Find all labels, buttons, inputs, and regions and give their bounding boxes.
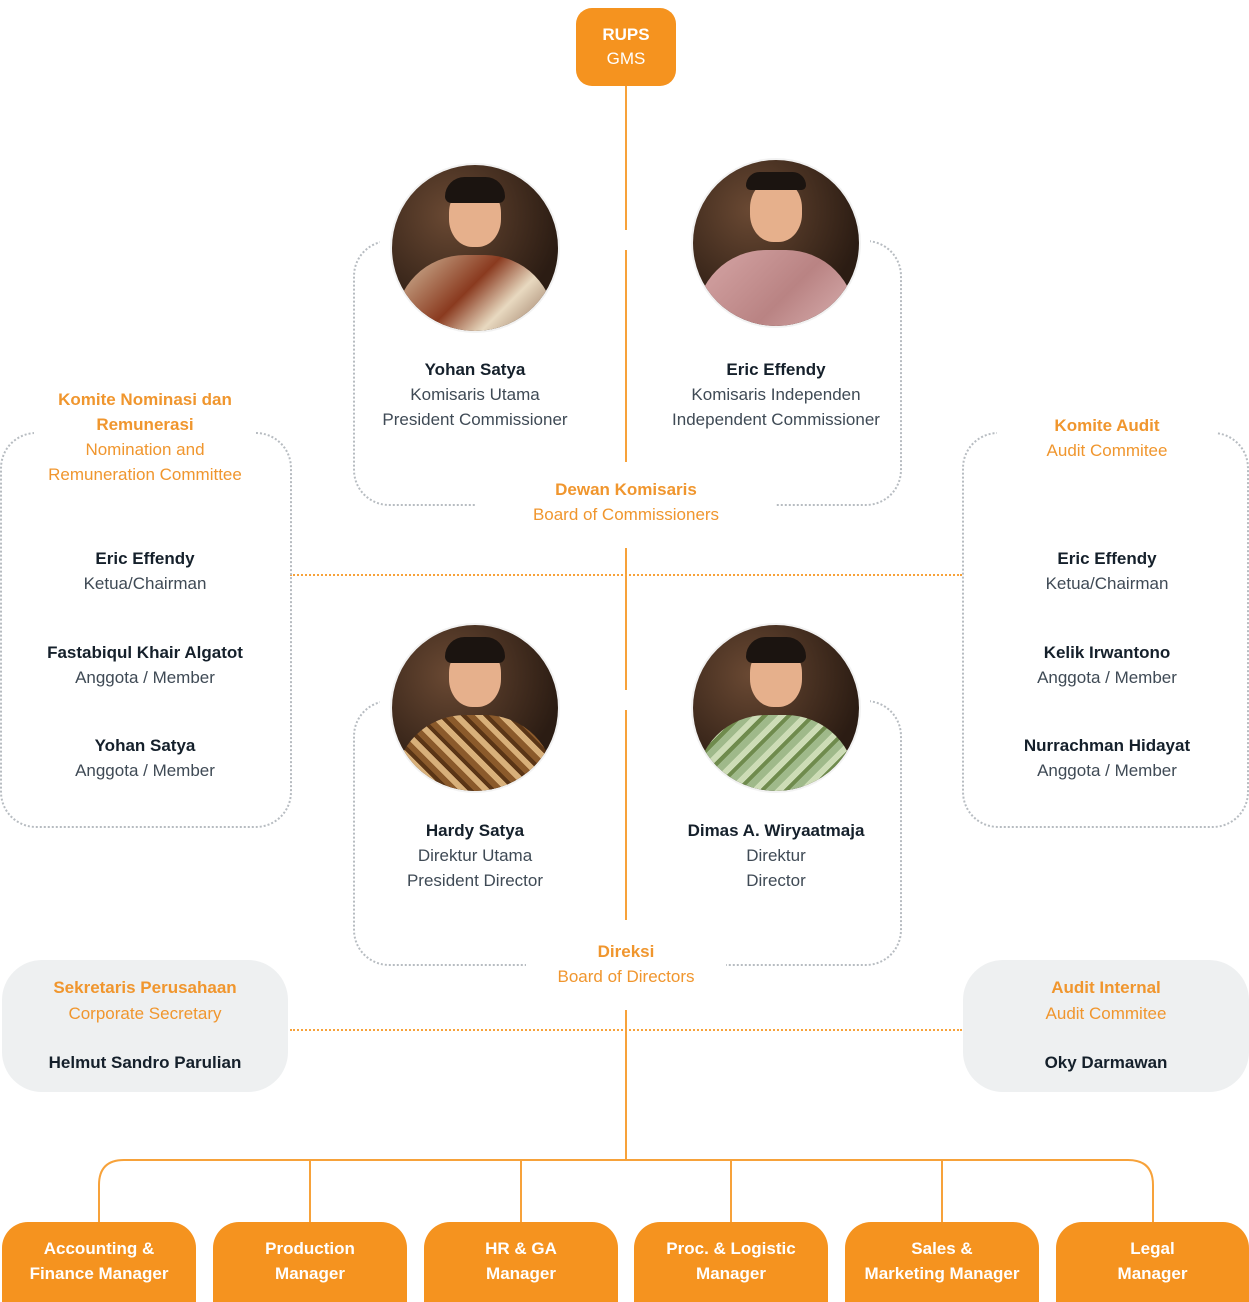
- manager-production: Production Manager: [213, 1222, 407, 1302]
- manager-2-line2: Manager: [275, 1264, 345, 1283]
- commissioners-group-label: Dewan Komisaris Board of Commissioners: [476, 477, 776, 527]
- nomination-member-1: Eric Effendy Ketua/Chairman: [0, 546, 290, 596]
- manager-4-line2: Manager: [696, 1264, 766, 1283]
- internal-audit-box: Audit Internal Audit Commitee Oky Darmaw…: [963, 960, 1249, 1092]
- manager-1-line1: Accounting &: [43, 1239, 155, 1258]
- director-2-role-en: Director: [746, 871, 806, 890]
- commissioners-subtitle: Board of Commissioners: [532, 505, 720, 524]
- nomination-subtitle-2: Remuneration Committee: [48, 465, 242, 484]
- manager-6-line2: Manager: [1117, 1264, 1188, 1283]
- secretary-name: Helmut Sandro Parulian: [48, 1053, 242, 1072]
- connector-commissioners-directors: [625, 548, 627, 920]
- manager-sales-marketing: Sales & Marketing Manager: [845, 1222, 1039, 1302]
- commissioner-1-role-en: President Commissioner: [382, 410, 568, 429]
- connector-directors-managers: [625, 1010, 627, 1160]
- manager-2-line1: Production: [265, 1239, 355, 1258]
- secretary-subtitle: Corporate Secretary: [68, 1004, 222, 1023]
- manager-4-line1: Proc. & Logistic: [666, 1239, 796, 1258]
- connector-rups-commissioners: [625, 86, 627, 462]
- commissioner-2-name: Eric Effendy: [726, 360, 826, 379]
- directors-group-label: Direksi Board of Directors: [526, 939, 726, 989]
- director-2-role-id: Direktur: [746, 846, 806, 865]
- rups-node: RUPS GMS: [576, 8, 676, 86]
- corporate-secretary-box: Sekretaris Perusahaan Corporate Secretar…: [2, 960, 288, 1092]
- commissioner-1: Yohan Satya Komisaris Utama President Co…: [350, 357, 600, 432]
- commissioners-title: Dewan Komisaris: [555, 480, 697, 499]
- avatar-hardy-satya: [392, 625, 558, 791]
- nomination-committee-header: Komite Nominasi dan Remunerasi Nominatio…: [0, 387, 290, 487]
- director-1-role-id: Direktur Utama: [417, 846, 533, 865]
- avatar-yohan-satya: [392, 165, 558, 331]
- audit-member-2: Kelik Irwantono Anggota / Member: [962, 640, 1249, 690]
- manager-6-line1: Legal: [1130, 1239, 1175, 1258]
- audit-member-1: Eric Effendy Ketua/Chairman: [962, 546, 1249, 596]
- manager-procurement-logistic: Proc. & Logistic Manager: [634, 1222, 828, 1302]
- rups-subtitle: GMS: [606, 49, 646, 68]
- manager-legal: Legal Manager: [1056, 1222, 1249, 1302]
- audit-committee-title: Komite Audit: [1054, 416, 1160, 435]
- nomination-member-1-role: Ketua/Chairman: [83, 574, 207, 593]
- audit-member-1-name: Eric Effendy: [1057, 549, 1157, 568]
- manager-hr-ga: HR & GA Manager: [424, 1222, 618, 1302]
- rups-title: RUPS: [602, 25, 650, 44]
- manager-accounting-finance: Accounting & Finance Manager: [2, 1222, 196, 1302]
- audit-member-3-role: Anggota / Member: [1037, 761, 1177, 780]
- commissioner-1-name: Yohan Satya: [424, 360, 526, 379]
- manager-5-line1: Sales &: [911, 1239, 973, 1258]
- commissioner-1-role-id: Komisaris Utama: [410, 385, 540, 404]
- nomination-subtitle-1: Nomination and: [85, 440, 205, 459]
- internal-audit-subtitle: Audit Commitee: [1045, 1004, 1167, 1023]
- nomination-member-2-name: Fastabiqul Khair Algatot: [47, 643, 243, 662]
- manager-5-line2: Marketing Manager: [864, 1264, 1020, 1283]
- directors-title: Direksi: [597, 942, 655, 961]
- audit-member-3-name: Nurrachman Hidayat: [1023, 736, 1191, 755]
- nomination-title-1: Komite Nominasi dan: [58, 390, 232, 409]
- avatar-eric-effendy: [693, 160, 859, 326]
- avatar-dimas-wiryaatmaja: [693, 625, 859, 791]
- director-1-name: Hardy Satya: [425, 821, 525, 840]
- connector-committees: [290, 574, 962, 576]
- nomination-member-2-role: Anggota / Member: [75, 668, 215, 687]
- audit-member-3: Nurrachman Hidayat Anggota / Member: [962, 733, 1249, 783]
- director-2: Dimas A. Wiryaatmaja Direktur Director: [651, 818, 901, 893]
- director-1: Hardy Satya Direktur Utama President Dir…: [350, 818, 600, 893]
- secretary-title: Sekretaris Perusahaan: [53, 978, 237, 997]
- nomination-member-1-name: Eric Effendy: [95, 549, 195, 568]
- nomination-member-3-name: Yohan Satya: [94, 736, 196, 755]
- nomination-member-2: Fastabiqul Khair Algatot Anggota / Membe…: [0, 640, 290, 690]
- audit-committee-header: Komite Audit Audit Commitee: [962, 413, 1249, 463]
- internal-audit-name: Oky Darmawan: [1044, 1053, 1168, 1072]
- director-1-role-en: President Director: [406, 871, 544, 890]
- commissioner-2: Eric Effendy Komisaris Independen Indepe…: [651, 357, 901, 432]
- manager-3-line1: HR & GA: [485, 1239, 557, 1258]
- audit-member-2-role: Anggota / Member: [1037, 668, 1177, 687]
- commissioner-2-role-id: Komisaris Independen: [691, 385, 861, 404]
- connector-secretary-audit: [290, 1029, 962, 1031]
- nomination-member-3: Yohan Satya Anggota / Member: [0, 733, 290, 783]
- director-2-name: Dimas A. Wiryaatmaja: [687, 821, 865, 840]
- audit-committee-subtitle: Audit Commitee: [1046, 441, 1168, 460]
- nomination-member-3-role: Anggota / Member: [75, 761, 215, 780]
- nomination-title-2: Remunerasi: [96, 415, 194, 434]
- manager-1-line2: Finance Manager: [29, 1264, 169, 1283]
- directors-subtitle: Board of Directors: [557, 967, 695, 986]
- audit-member-2-name: Kelik Irwantono: [1043, 643, 1171, 662]
- internal-audit-title: Audit Internal: [1051, 978, 1161, 997]
- commissioner-2-role-en: Independent Commissioner: [672, 410, 880, 429]
- manager-3-line2: Manager: [486, 1264, 556, 1283]
- audit-member-1-role: Ketua/Chairman: [1045, 574, 1169, 593]
